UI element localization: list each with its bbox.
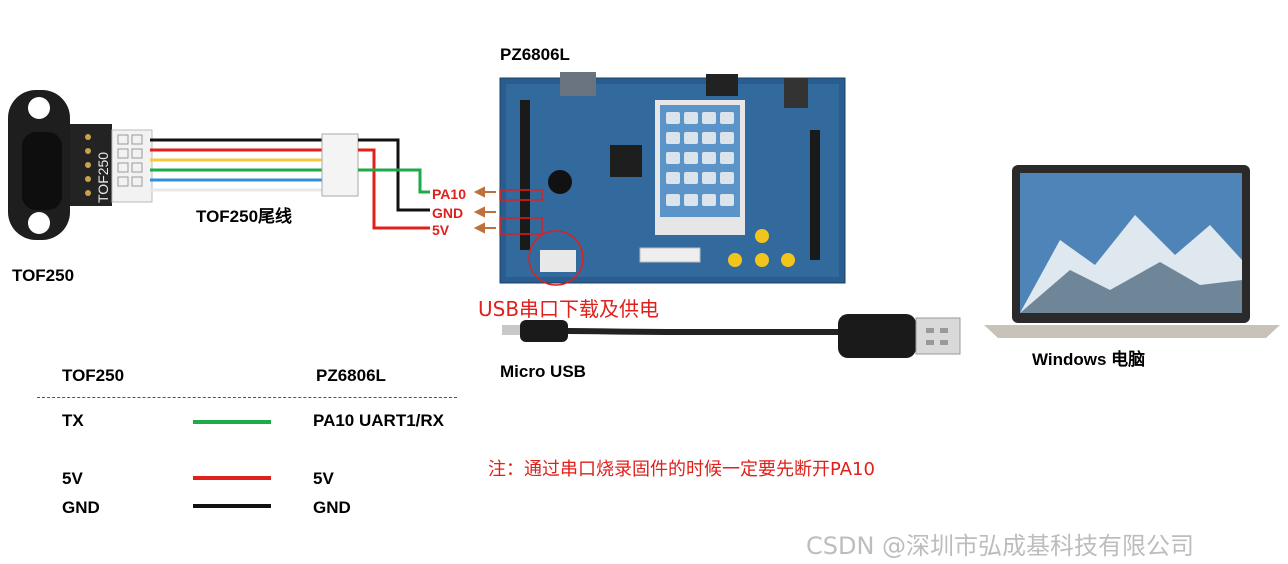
board-label: PZ6806L <box>500 45 570 64</box>
laptop <box>984 165 1280 338</box>
table-header-pz6806l: PZ6806L <box>316 366 386 385</box>
tof250-sensor: TOF250 <box>8 90 153 240</box>
table-header-tof250: TOF250 <box>62 366 125 385</box>
table-row-5v-left: 5V <box>62 469 83 488</box>
table-row-tx-right: PA10 UART1/RX <box>313 411 444 430</box>
usb-note: USB串口下载及供电 <box>478 297 660 321</box>
table-row-gnd-right: GND <box>313 498 351 517</box>
cable-harness <box>150 133 359 197</box>
table-row-tx-left: TX <box>62 411 84 430</box>
pin-5v: 5V <box>432 222 450 238</box>
watermark: CSDN @深圳市弘成基科技有限公司 <box>806 532 1195 560</box>
pin-arrows <box>473 186 496 234</box>
wire-swatch-black <box>193 504 271 508</box>
wire-swatch-red <box>193 476 271 480</box>
pin-gnd: GND <box>432 205 464 221</box>
table-row-gnd-left: GND <box>62 498 100 517</box>
sensor-printed-text: TOF250 <box>95 152 111 203</box>
pz6806l-board <box>499 72 846 286</box>
wire-swatch-green <box>193 420 271 424</box>
micro-usb-cable <box>502 314 961 358</box>
tof250-label: TOF250 <box>12 266 75 285</box>
table-divider <box>37 397 457 398</box>
jumper-wires <box>358 138 430 230</box>
harness-label: TOF250尾线 <box>196 207 293 226</box>
warning-note: 注：通过串口烧录固件的时候一定要先断开PA10 <box>488 459 875 480</box>
cable-label: Micro USB <box>500 362 586 381</box>
table-row-5v-right: 5V <box>313 469 334 488</box>
laptop-label: Windows 电脑 <box>1032 350 1146 369</box>
pin-pa10: PA10 <box>432 186 466 202</box>
